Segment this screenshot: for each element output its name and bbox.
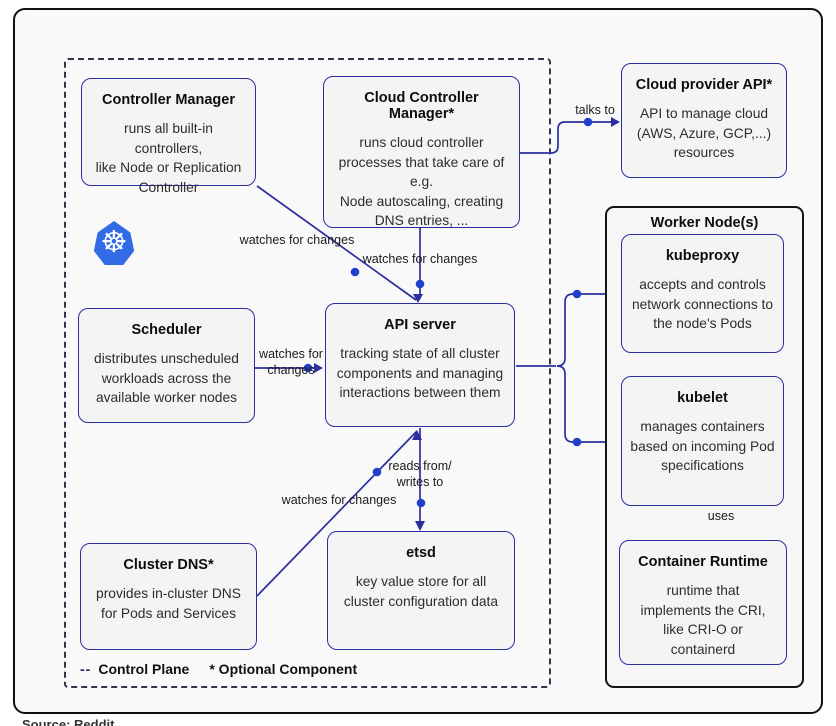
legend: -- Control Plane * Optional Component bbox=[80, 661, 357, 677]
control-plane-group bbox=[64, 58, 551, 688]
source-caption: Source: Reddit bbox=[22, 717, 115, 726]
node-title: Cluster DNS* bbox=[123, 557, 214, 573]
node-title: Cloud provider API* bbox=[635, 77, 773, 93]
node-title: Cloud Controller Manager* bbox=[364, 90, 479, 122]
node-scheduler: Scheduler distributes unscheduled worklo… bbox=[78, 308, 255, 423]
node-title: kubelet bbox=[677, 390, 728, 406]
edge-label-talks-to: talks to bbox=[575, 103, 615, 117]
helm-wheel-icon: ☸ bbox=[100, 226, 128, 259]
node-container-runtime: Container Runtime runtime that implement… bbox=[619, 540, 787, 665]
node-title: Container Runtime bbox=[638, 554, 768, 570]
node-kubelet: kubelet manages containers based on inco… bbox=[621, 376, 784, 506]
edge-label-watches-scheduler: watches for changes bbox=[259, 347, 323, 378]
legend-optional-label: * Optional Component bbox=[209, 661, 358, 677]
edge-label-watches-cm: watches for changes bbox=[239, 233, 355, 247]
node-body: provides in-cluster DNS for Pods and Ser… bbox=[96, 586, 241, 621]
legend-dash: -- bbox=[80, 661, 92, 677]
node-title: API server bbox=[384, 317, 456, 333]
node-title: Scheduler bbox=[131, 322, 202, 338]
worker-node-label: Worker Node(s) bbox=[650, 215, 759, 231]
node-title: Controller Manager bbox=[102, 92, 235, 108]
node-api-server: API server tracking state of all cluster… bbox=[325, 303, 515, 427]
node-body: accepts and controls network connections… bbox=[631, 277, 774, 332]
node-body: runs all built-in controllers, like Node… bbox=[95, 121, 242, 195]
node-cloud-provider-api: Cloud provider API* API to manage cloud … bbox=[621, 63, 787, 178]
node-title: kubeproxy bbox=[665, 248, 740, 264]
edge-label-uses: uses bbox=[707, 509, 735, 523]
node-etsd: etsd key value store for all cluster con… bbox=[327, 531, 515, 650]
node-body: API to manage cloud (AWS, Azure, GCP,...… bbox=[636, 106, 772, 161]
node-title: etsd bbox=[406, 545, 436, 561]
node-cloud-controller-manager: Cloud Controller Manager* runs cloud con… bbox=[323, 76, 520, 228]
node-body: distributes unscheduled workloads across… bbox=[94, 351, 239, 406]
edge-label-watches-dns: watches for changes bbox=[281, 493, 397, 507]
node-cluster-dns: Cluster DNS* provides in-cluster DNS for… bbox=[80, 543, 257, 650]
edge-label-watches-ccm: watches for changes bbox=[362, 252, 478, 266]
node-body: tracking state of all cluster components… bbox=[336, 346, 504, 401]
node-body: runs cloud controller processes that tak… bbox=[338, 135, 505, 229]
node-body: runtime that implements the CRI, like CR… bbox=[640, 583, 766, 657]
node-body: manages containers based on incoming Pod… bbox=[630, 419, 775, 474]
legend-control-plane-label: Control Plane bbox=[98, 661, 190, 677]
node-body: key value store for all cluster configur… bbox=[343, 574, 499, 609]
node-kubeproxy: kubeproxy accepts and controls network c… bbox=[621, 234, 784, 353]
edge-label-reads-writes: reads from/ writes to bbox=[388, 459, 452, 490]
node-controller-manager: Controller Manager runs all built-in con… bbox=[81, 78, 256, 195]
